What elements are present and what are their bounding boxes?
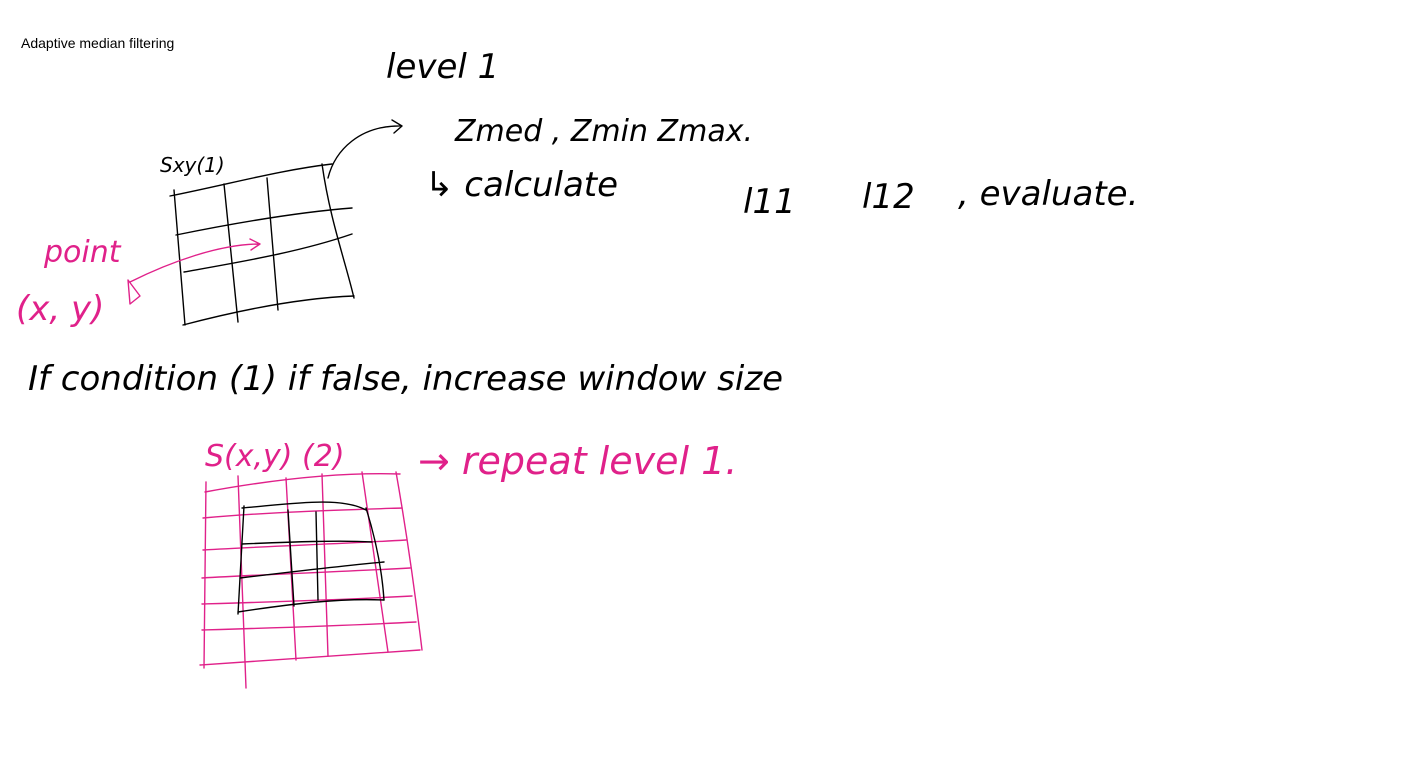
note-z-values: Zmed , Zmin Zmax. — [454, 114, 753, 149]
note-window-2: S(x,y) (2) — [205, 439, 345, 474]
window-grid-1 — [169, 163, 355, 326]
window-grid-2 — [199, 471, 423, 689]
note-l12: l12 — [862, 177, 915, 217]
note-point: point — [43, 235, 122, 270]
note-repeat: → repeat level 1. — [418, 439, 737, 483]
note-window-1: Sxy(1) — [160, 153, 225, 177]
note-level-1: level 1 — [386, 47, 499, 87]
point-arrow-icon — [127, 238, 261, 305]
note-l11: l11 — [743, 182, 796, 222]
note-point-xy: (x, y) — [16, 289, 104, 329]
note-condition: If condition (1) if false, increase wind… — [28, 359, 783, 399]
page-title: Adaptive median filtering — [21, 35, 175, 51]
note-calculate: ↳ calculate — [425, 165, 618, 205]
note-evaluate: , evaluate. — [958, 174, 1138, 214]
arrow-curve-icon — [327, 119, 403, 179]
